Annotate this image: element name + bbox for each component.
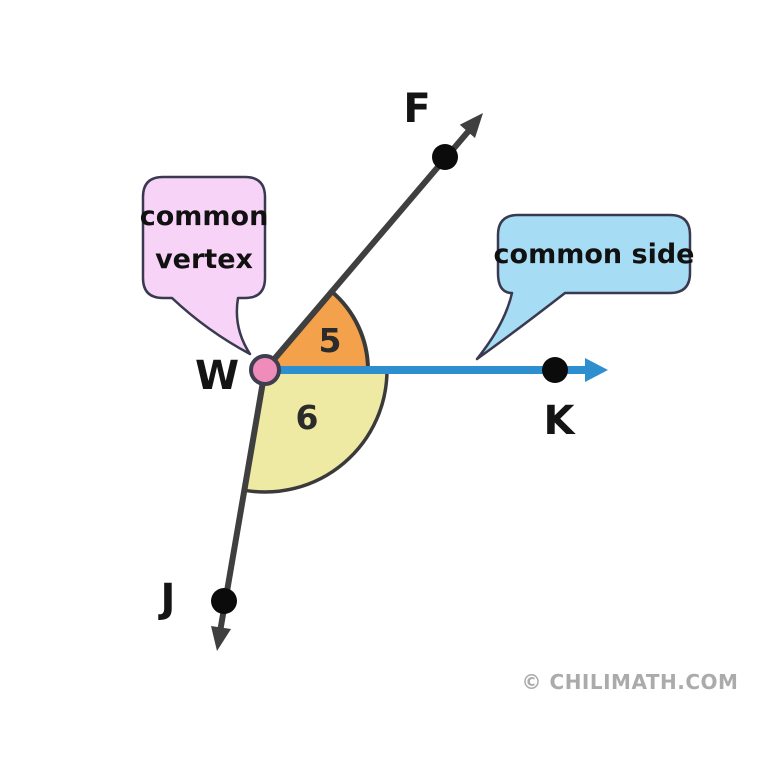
point-j-dot [211,588,237,614]
point-f-label: F [403,86,430,132]
ray-wf-arrowhead-icon [459,113,483,138]
common-side-callout-text: common side [494,239,695,270]
point-k-label: K [544,398,577,444]
point-k-dot [542,357,568,383]
common-vertex-callout-line1: common [140,201,269,232]
angle-5-label: 5 [319,321,342,360]
ray-wj-arrowhead-icon [211,626,231,651]
vertex-w-label: W [195,353,239,399]
common-vertex-callout-bubble [141,175,267,356]
vertex-w-dot [249,354,281,386]
common-side-arrowhead-icon [585,358,608,382]
point-f-dot [432,144,458,170]
ray-wj [217,367,268,635]
common-vertex-callout-line2: vertex [155,244,253,275]
angle-5-sector [263,289,370,372]
angle-6-sector [242,368,389,494]
angle-6-label: 6 [296,398,319,437]
watermark-text: © CHILIMATH.COM [522,670,739,694]
common-side-callout-bubble [475,213,692,361]
point-j-label: J [158,576,176,622]
